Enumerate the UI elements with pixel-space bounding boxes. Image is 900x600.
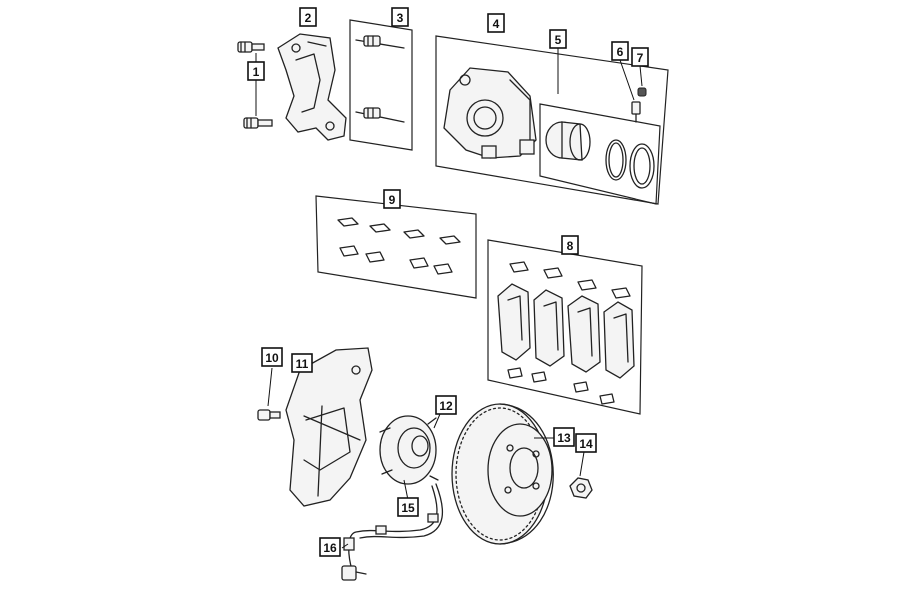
callout-16: 16 (319, 537, 341, 557)
callout-3: 3 (391, 7, 409, 27)
pad-hardware-clips (337, 217, 461, 275)
callout-11: 11 (291, 353, 313, 373)
caliper-bolt-bottom (243, 117, 273, 129)
callout-14: 14 (575, 433, 597, 453)
svg-text:1: 1 (253, 65, 260, 79)
leader-7 (639, 65, 643, 87)
callout-8: 8 (561, 235, 579, 255)
leader-16 (341, 543, 349, 549)
leader-6 (619, 59, 635, 101)
callout-10: 10 (261, 347, 283, 367)
svg-text:6: 6 (617, 45, 624, 59)
pad-clips (507, 261, 631, 405)
caliper-housing (443, 67, 537, 159)
svg-text:5: 5 (555, 33, 562, 47)
leader-15 (403, 479, 409, 501)
svg-text:8: 8 (567, 239, 574, 253)
leader-12 (433, 413, 441, 429)
callout-7: 7 (631, 47, 649, 67)
svg-text:9: 9 (389, 193, 396, 207)
speed-sensor-harness (341, 483, 444, 581)
svg-text:16: 16 (323, 541, 337, 555)
piston-seal (605, 139, 627, 181)
leader-10 (267, 367, 273, 407)
callout-1: 1 (247, 61, 265, 81)
shield-bolt (257, 409, 281, 421)
brake-rotor (451, 403, 554, 545)
guide-pin-bottom (355, 107, 405, 123)
piston-boot (629, 143, 655, 189)
svg-text:2: 2 (305, 11, 312, 25)
svg-text:7: 7 (637, 51, 644, 65)
svg-text:13: 13 (557, 431, 571, 445)
leader-14 (579, 451, 585, 477)
callout-15: 15 (397, 497, 419, 517)
splash-shield (285, 347, 373, 507)
callout-2: 2 (299, 7, 317, 27)
guide-pin-panel (349, 19, 413, 151)
svg-text:10: 10 (265, 351, 279, 365)
callout-13: 13 (553, 427, 575, 447)
guide-pin-top (355, 35, 405, 49)
callout-12: 12 (435, 395, 457, 415)
pad-panel (487, 239, 643, 415)
svg-text:15: 15 (401, 501, 415, 515)
caliper-panel (435, 35, 669, 205)
callout-4: 4 (487, 13, 505, 33)
hub-bearing (379, 415, 439, 485)
svg-text:3: 3 (397, 11, 404, 25)
svg-text:14: 14 (579, 437, 593, 451)
svg-text:4: 4 (493, 17, 500, 31)
brake-pads (497, 283, 635, 379)
bleeder-screw (631, 101, 641, 123)
caliper-bracket (277, 33, 347, 141)
svg-text:12: 12 (439, 399, 453, 413)
piston-panel (539, 103, 661, 205)
hub-nut (569, 477, 593, 499)
callout-9: 9 (383, 189, 401, 209)
svg-text:11: 11 (296, 357, 309, 371)
bleeder-cap (637, 87, 647, 97)
hardware-panel (315, 195, 477, 299)
caliper-bolt-top (237, 41, 265, 53)
callout-6: 6 (611, 41, 629, 61)
caliper-piston (545, 121, 591, 161)
callout-5: 5 (549, 29, 567, 49)
